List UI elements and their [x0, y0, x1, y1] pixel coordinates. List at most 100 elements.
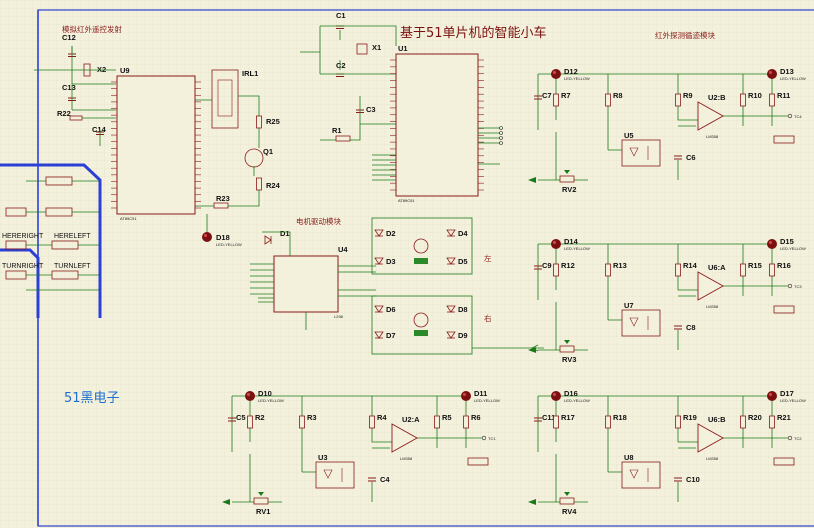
- diode-d7[interactable]: D7: [374, 331, 396, 340]
- test-button[interactable]: [773, 135, 795, 144]
- resistor-r10[interactable]: R10: [740, 91, 762, 107]
- svg-text:R5: R5: [442, 413, 452, 422]
- test-button[interactable]: [467, 457, 489, 466]
- diode-d3[interactable]: D3: [374, 257, 396, 266]
- motor-driver-u4[interactable]: U4 L298: [273, 245, 348, 319]
- resistor-r6[interactable]: R6: [463, 413, 481, 429]
- svg-text:LM358: LM358: [706, 456, 719, 461]
- test-button[interactable]: [773, 457, 795, 466]
- svg-text:D8: D8: [458, 305, 468, 314]
- potentiometer-rv4[interactable]: RV4: [559, 492, 577, 516]
- microcontroller-u1[interactable]: U1 AT89C51: [390, 44, 484, 203]
- resistor-r5[interactable]: R5: [434, 413, 452, 429]
- optocoupler-u5[interactable]: U5: [621, 131, 661, 167]
- capacitor-c4[interactable]: C4: [368, 475, 390, 484]
- ir-led-irl1[interactable]: IRL1: [211, 69, 258, 129]
- capacitor-c11[interactable]: C11: [534, 413, 555, 422]
- svg-text:U2:A: U2:A: [402, 415, 420, 424]
- diode-d9[interactable]: D9: [446, 331, 468, 340]
- microcontroller-u9[interactable]: U9 AT89C51: [111, 66, 201, 221]
- svg-text:R13: R13: [613, 261, 627, 270]
- capacitor-c2[interactable]: C2: [335, 61, 346, 77]
- resistor-r16[interactable]: R16: [769, 261, 791, 277]
- test-button[interactable]: [773, 305, 795, 314]
- resistor-r9[interactable]: R9: [675, 91, 693, 107]
- capacitor-c13[interactable]: C13: [62, 83, 77, 101]
- resistor-r24[interactable]: R24: [256, 177, 281, 191]
- resistor-r23[interactable]: R23: [213, 194, 230, 209]
- terminal-group-tc[interactable]: [478, 126, 503, 165]
- capacitor-c9[interactable]: C9: [534, 261, 552, 270]
- svg-text:R10: R10: [748, 91, 762, 100]
- resistor-r19[interactable]: R19: [675, 413, 697, 429]
- optocoupler-u8[interactable]: U8: [621, 453, 661, 489]
- svg-text:LED-YELLOW: LED-YELLOW: [780, 76, 806, 81]
- svg-text:HERERIGHT: HERERIGHT: [2, 233, 44, 240]
- capacitor-c6[interactable]: C6: [674, 153, 696, 162]
- resistor-r7[interactable]: R7: [553, 91, 571, 107]
- diode-d1[interactable]: D1: [264, 229, 290, 245]
- resistor-r4[interactable]: R4: [369, 413, 388, 429]
- motor-right[interactable]: [413, 312, 429, 336]
- capacitor-c10[interactable]: C10: [674, 475, 700, 484]
- resistor-r12[interactable]: R12: [553, 261, 575, 277]
- section-title-ir-remote: 模拟红外遥控发射: [62, 24, 122, 34]
- resistor-r15[interactable]: R15: [740, 261, 762, 277]
- motor-right-label: 右: [484, 313, 492, 323]
- capacitor-c14[interactable]: C14: [92, 125, 107, 135]
- crystal-x1[interactable]: X1: [356, 43, 381, 55]
- diode-d6[interactable]: D6: [374, 305, 396, 314]
- capacitor-c3[interactable]: C3: [355, 105, 376, 114]
- capacitor-c1[interactable]: C1: [335, 11, 346, 29]
- capacitor-c5[interactable]: C5: [228, 413, 246, 422]
- terminal-tc3[interactable]: TC3: [787, 283, 802, 289]
- terminal-tc2[interactable]: TC2: [787, 435, 802, 441]
- motor-left[interactable]: [413, 238, 429, 264]
- led-d18[interactable]: D18 LED-YELLOW: [202, 232, 242, 247]
- resistor-r2[interactable]: R2: [247, 413, 265, 429]
- optocoupler-u7[interactable]: U7: [621, 301, 661, 337]
- terminal-tc4[interactable]: TC4: [787, 113, 802, 119]
- resistor-r3[interactable]: R3: [299, 413, 317, 429]
- diode-d4[interactable]: D4: [446, 229, 468, 238]
- diode-d2[interactable]: D2: [374, 229, 396, 238]
- svg-text:U3: U3: [318, 453, 328, 462]
- svg-text:C14: C14: [92, 125, 107, 134]
- resistor-r8[interactable]: R8: [605, 91, 623, 107]
- resistor-r18[interactable]: R18: [605, 413, 627, 429]
- resistor-r14[interactable]: R14: [675, 261, 698, 277]
- diode-d5[interactable]: D5: [446, 257, 468, 266]
- resistor-r20[interactable]: R20: [740, 413, 762, 429]
- potentiometer-rv1[interactable]: RV1: [253, 492, 270, 516]
- resistor-r17[interactable]: R17: [553, 413, 575, 429]
- optocoupler-u3[interactable]: U3: [315, 453, 355, 489]
- potentiometer-rv2[interactable]: RV2: [559, 170, 576, 194]
- potentiometer-rv3[interactable]: RV3: [559, 340, 576, 364]
- capacitor-c8[interactable]: C8: [674, 323, 696, 332]
- resistor-r13[interactable]: R13: [605, 261, 627, 277]
- resistor-r11[interactable]: R11: [769, 91, 791, 107]
- capacitor-c7[interactable]: C7: [534, 91, 552, 100]
- terminal-tc1[interactable]: TC1: [481, 435, 496, 441]
- resistor-r21[interactable]: R21: [769, 413, 791, 429]
- diode-d8[interactable]: D8: [446, 305, 468, 314]
- resistor-r1[interactable]: R1: [332, 126, 351, 142]
- resistor-r25[interactable]: R25: [256, 115, 280, 129]
